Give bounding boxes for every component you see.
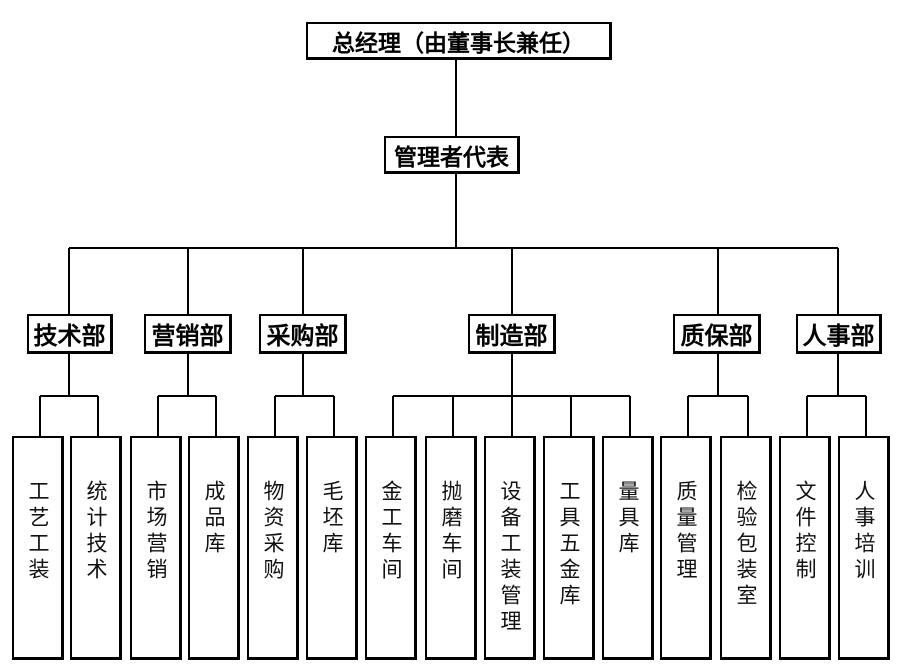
unit-box: 物资采购 (247, 436, 299, 660)
unit-box: 设备工装管理 (484, 436, 536, 660)
dept-sales-box: 营销部 (144, 314, 232, 354)
unit-label: 统计技术 (84, 480, 108, 584)
unit-label: 毛坯库 (320, 480, 344, 558)
unit-box: 毛坯库 (306, 436, 358, 660)
unit-box: 统计技术 (70, 436, 122, 660)
unit-box: 文件控制 (779, 436, 831, 660)
dept-manufacture-label: 制造部 (475, 322, 548, 350)
unit-label: 抛磨车间 (439, 480, 463, 584)
unit-label: 文件控制 (793, 480, 817, 584)
unit-box: 质量管理 (660, 436, 712, 660)
dept-manufacture-box: 制造部 (468, 314, 556, 354)
unit-box: 成品库 (188, 436, 240, 660)
dept-hr-box: 人事部 (796, 314, 882, 354)
dept-hr-label: 人事部 (802, 322, 875, 350)
dept-quality-box: 质保部 (673, 314, 761, 354)
unit-label: 检验包装室 (734, 480, 758, 610)
unit-label: 工艺工装 (26, 480, 50, 584)
unit-box: 检验包装室 (720, 436, 772, 660)
unit-box: 工具五金库 (543, 436, 595, 660)
unit-label: 成品库 (202, 480, 226, 558)
unit-label: 金工车间 (379, 480, 403, 584)
dept-tech-box: 技术部 (27, 314, 113, 354)
unit-label: 量具库 (616, 480, 640, 558)
unit-label: 物资采购 (261, 480, 285, 584)
unit-box: 人事培训 (838, 436, 890, 660)
dept-purchase-box: 采购部 (259, 314, 347, 354)
dept-purchase-label: 采购部 (266, 322, 339, 350)
unit-box: 量具库 (602, 436, 654, 660)
unit-label: 人事培训 (852, 480, 876, 584)
unit-label: 设备工装管理 (498, 480, 522, 636)
general-manager-label: 总经理（由董事长兼任） (332, 30, 585, 57)
dept-sales-label: 营销部 (151, 322, 224, 350)
unit-box: 工艺工装 (12, 436, 64, 660)
dept-tech-label: 技术部 (33, 322, 106, 350)
unit-label: 工具五金库 (557, 480, 581, 610)
management-rep-label: 管理者代表 (394, 144, 509, 171)
dept-quality-label: 质保部 (680, 322, 753, 350)
unit-box: 金工车间 (365, 436, 417, 660)
unit-label: 市场营销 (144, 480, 168, 584)
unit-box: 抛磨车间 (425, 436, 477, 660)
general-manager-box: 总经理（由董事长兼任） (306, 22, 612, 60)
unit-box: 市场营销 (130, 436, 182, 660)
unit-label: 质量管理 (674, 480, 698, 584)
management-rep-box: 管理者代表 (384, 136, 520, 174)
